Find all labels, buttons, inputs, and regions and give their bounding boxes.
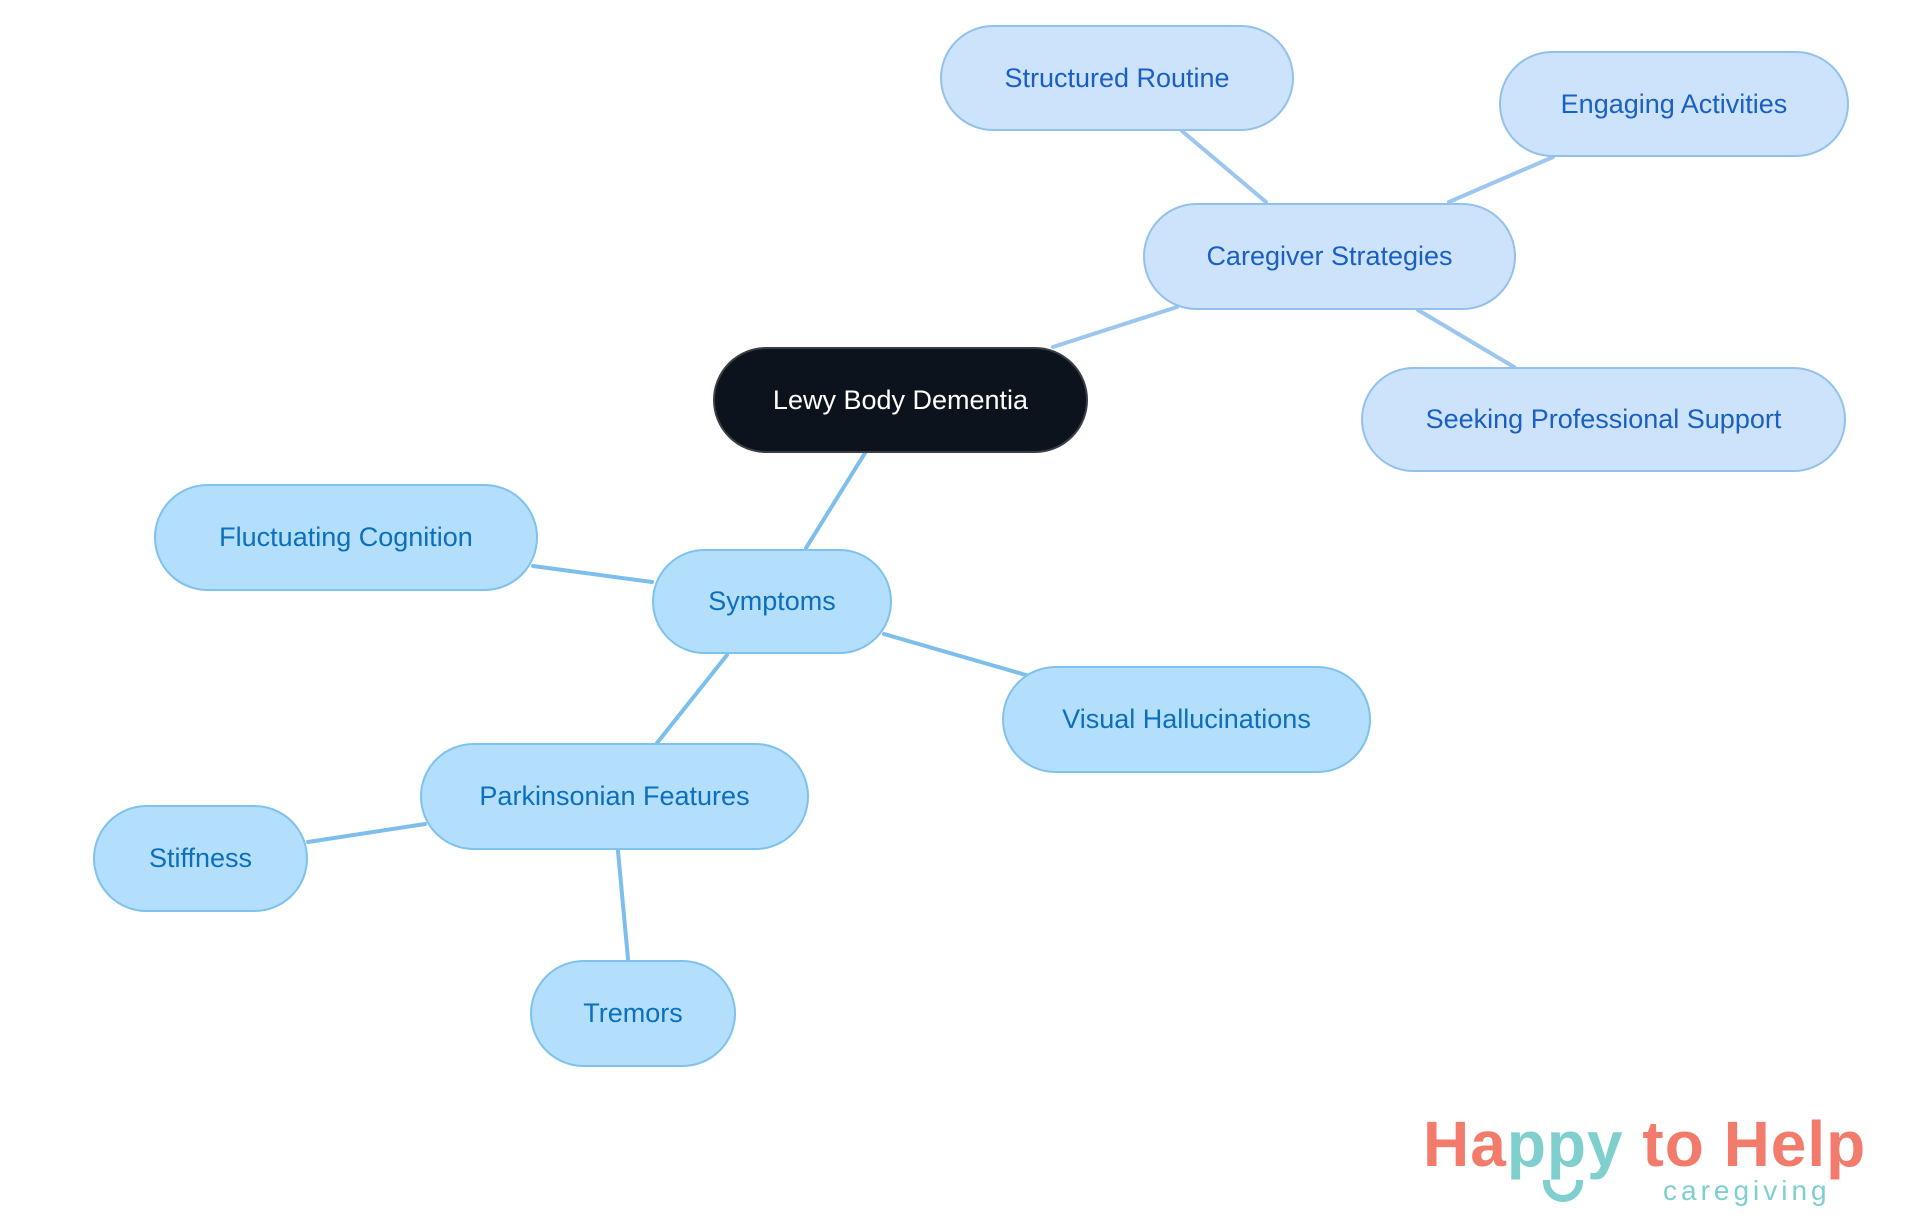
edge-root-symptoms [804, 451, 867, 550]
node-label: Tremors [583, 998, 683, 1028]
edge-symptoms-fluctuating [531, 564, 654, 584]
node-stiffness[interactable]: Stiffness [93, 805, 308, 912]
node-caregiver-strategies[interactable]: Caregiver Strategies [1143, 203, 1516, 310]
node-label: Fluctuating Cognition [219, 522, 473, 552]
node-lewy-body-dementia[interactable]: Lewy Body Dementia [713, 347, 1088, 453]
node-label: Parkinsonian Features [479, 781, 750, 811]
node-tremors[interactable]: Tremors [530, 960, 736, 1067]
edge-symptoms-parkinsonian [655, 653, 729, 745]
node-label: Engaging Activities [1560, 88, 1788, 119]
node-label: Structured Routine [1004, 62, 1230, 93]
node-parkinsonian-features[interactable]: Parkinsonian Features [420, 743, 809, 850]
node-structured-routine[interactable]: Structured Routine [940, 25, 1294, 131]
edge-caregiver-structured [1180, 129, 1268, 204]
node-label: Stiffness [148, 843, 253, 873]
edge-parkinsonian-tremors [616, 849, 630, 961]
logo-wordmark: Happy to Help [1423, 1108, 1867, 1180]
edge-symptoms-visual [882, 632, 1028, 677]
node-seeking-professional-support[interactable]: Seeking Professional Support [1361, 367, 1846, 472]
node-symptoms[interactable]: Symptoms [652, 549, 892, 654]
edge-root-caregiver [1051, 305, 1179, 349]
edge-caregiver-seeking [1416, 308, 1516, 369]
smile-icon [1543, 1180, 1583, 1202]
happy-to-help-logo: Happy to Help caregiving [1423, 1108, 1898, 1208]
logo-subtitle: caregiving [1663, 1175, 1831, 1206]
node-engaging-activities[interactable]: Engaging Activities [1499, 51, 1849, 157]
node-visual-hallucinations[interactable]: Visual Hallucinations [1002, 666, 1371, 773]
node-fluctuating-cognition[interactable]: Fluctuating Cognition [154, 484, 538, 591]
node-label: Lewy Body Dementia [772, 384, 1029, 415]
edge-parkinsonian-stiffness [306, 822, 427, 844]
node-label: Caregiver Strategies [1206, 241, 1453, 271]
edge-caregiver-engaging [1447, 155, 1555, 204]
node-label: Seeking Professional Support [1425, 404, 1782, 434]
node-label: Visual Hallucinations [1062, 704, 1311, 734]
node-label: Symptoms [708, 586, 836, 616]
